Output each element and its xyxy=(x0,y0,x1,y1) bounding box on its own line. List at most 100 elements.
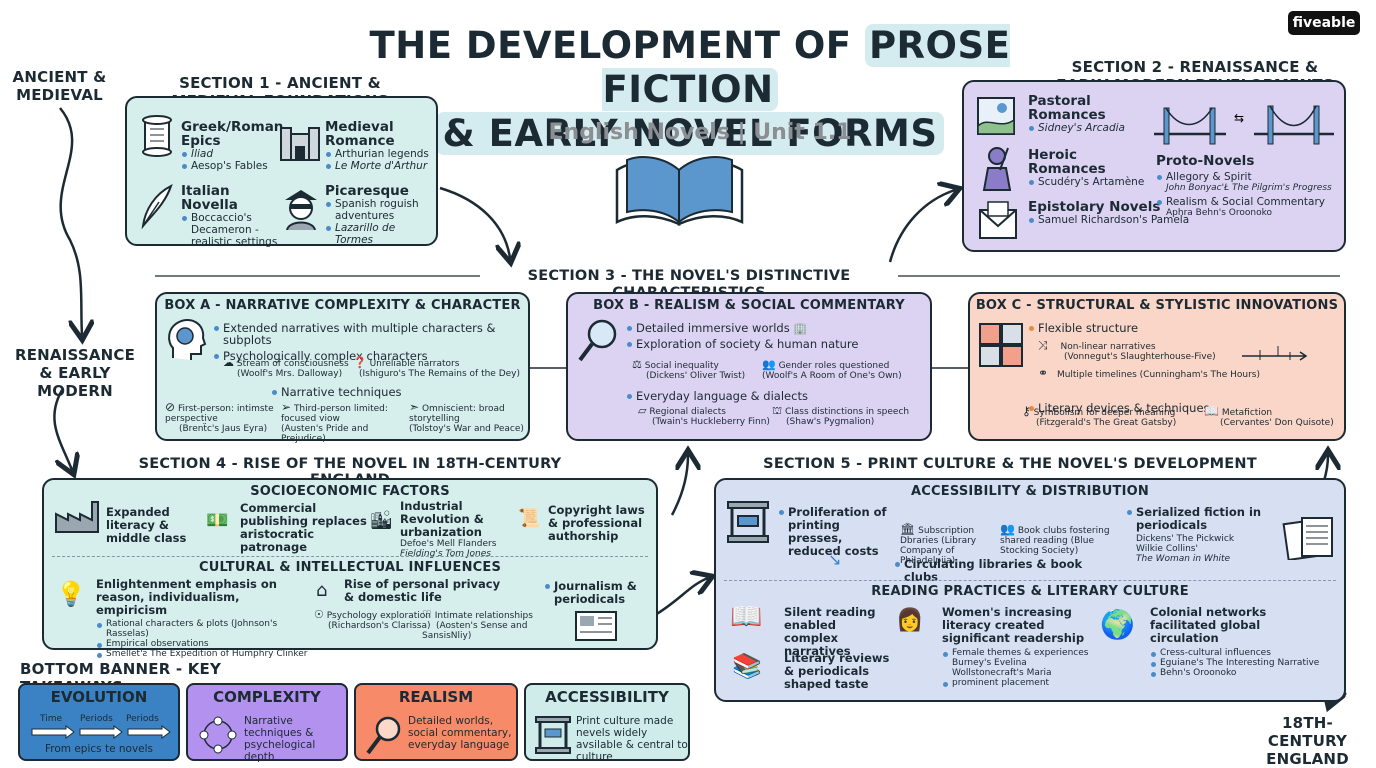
arrow-s1-s3 xyxy=(439,186,510,258)
title-highlight-2: & EARLY NOVEL FORMS xyxy=(436,112,944,155)
reading-item-4-a: Cress-cultural influences xyxy=(1150,648,1320,658)
access-header: ACCESSIBILITY & DISTRIBUTION xyxy=(911,484,1149,499)
factor-1: Expanded literacy & middle class xyxy=(106,505,187,545)
masked-rogue-icon xyxy=(285,190,317,230)
send-icon: ➣ xyxy=(409,400,420,414)
box-b-item-1: Detailed immersive worlds 🏢 xyxy=(626,322,926,334)
book-mini-icon: 📖 xyxy=(1204,404,1219,418)
proto-item-2-ex: Aphra Behn's Oroonoko xyxy=(1166,208,1273,218)
socio-header: SOCIOECONOMIC FACTORS xyxy=(250,484,450,499)
picaresque-item-2: Lazarillo de Tormes xyxy=(325,222,435,246)
knight-icon xyxy=(982,147,1012,191)
access-item-2-a: Subscription Dbraries (Library Company o… xyxy=(900,526,977,566)
open-book-mini-icon: 📖 xyxy=(730,602,763,632)
box-a-2a: Stream of consciousness xyxy=(236,359,349,369)
scales-icon: ⚖ xyxy=(632,358,642,371)
evolution-step-1: Time xyxy=(40,714,63,724)
access-item-1: Proliferation of printing presses, reduc… xyxy=(778,506,890,558)
box-c-2b: Metafiction xyxy=(1221,408,1273,418)
reading-item-3-c: Wollstonecraft's Maria xyxy=(952,668,1052,678)
brand-name: fiveable xyxy=(1292,15,1356,31)
box-c-item-2: Literary devices & techniques xyxy=(1028,402,1268,414)
title-line-2: & EARLY NOVEL FORMS xyxy=(290,112,1090,156)
takeaway-evolution-text: From epics te novels xyxy=(44,743,154,755)
section-5-header: SECTION 5 - PRINT CULTURE & THE NOVEL'S … xyxy=(763,456,1257,472)
takeaway-evolution-title: EVOLUTION xyxy=(50,688,148,706)
factor-4: Copyright laws & professional authorship xyxy=(548,503,645,543)
buildings-icon: 🏙 xyxy=(370,510,393,531)
box-a-3b-ex: (Austen's Pride and Prejudice) xyxy=(281,424,369,444)
svg-text:⇆: ⇆ xyxy=(1234,111,1244,125)
reading-item-2: Literary reviews & periodicals shaped ta… xyxy=(784,651,890,691)
proto-item-2: Realism & Social Commentary xyxy=(1156,196,1346,208)
takeaway-accessibility[interactable]: ACCESSIBILITY Print culture made nevels … xyxy=(524,683,690,763)
magnifier-icon xyxy=(578,319,617,362)
box-c-2b-ex: (Cervantes' Don Quisote) xyxy=(1220,418,1334,428)
box-c-2a-ex: (Fitzgerald's The Great Gatsby) xyxy=(1036,418,1177,428)
heroic-title: Heroic Romances xyxy=(1028,147,1106,177)
medieval-item-1: Arthurian legends xyxy=(325,148,435,160)
box-a-item-3: Narrative techniques xyxy=(271,386,471,398)
takeaway-accessibility-title: ACCESSIBILITY xyxy=(545,688,669,706)
box-a-2b: Unreliable narrators xyxy=(369,359,460,369)
box-b-2b: Gender roles questioned xyxy=(778,361,890,371)
pastoral-title: Pastoral Romances xyxy=(1028,93,1106,123)
reading-item-4: Colonial networks facilitated global cir… xyxy=(1150,605,1267,645)
box-b-2a: Social inequality xyxy=(644,361,719,371)
factor-3-a: Defoe's Mell Flanders xyxy=(400,539,497,549)
heroic-item-1: Scudéry's Artamène xyxy=(1028,176,1158,188)
puzzle-icon xyxy=(979,323,1023,367)
castle-icon xyxy=(280,127,320,161)
greek-title: Greek/Roman Epics xyxy=(181,119,284,149)
document-icon: 📜 xyxy=(518,508,541,529)
box-a-2b-ex: (Ishiguro's The Remains of the Dey) xyxy=(359,369,521,379)
takeaway-evolution[interactable]: EVOLUTION Time Periods Periods From epic… xyxy=(18,683,180,761)
brand-badge[interactable]: fiveable xyxy=(1288,11,1360,35)
down-trend-icon: ↘ xyxy=(828,550,842,569)
shuffle-icon: ⤨ xyxy=(1038,338,1048,352)
takeaway-accessibility-text: Print culture made nevels widely avsilab… xyxy=(576,715,688,763)
factor-3-b: Fielding's Tom Jones xyxy=(400,549,491,559)
people-icon: 👥 xyxy=(762,358,776,371)
takeaway-realism[interactable]: REALISM Detailed worlds, social commenta… xyxy=(354,683,518,761)
influence-1-a: Rational characters & plots (Johnson's R… xyxy=(96,619,314,639)
section-4-box: SOCIOECONOMIC FACTORS Expanded literacy … xyxy=(42,478,658,659)
greek-item-1: Iliad xyxy=(181,148,281,160)
key-icon: ⚷ xyxy=(1022,404,1031,418)
influence-2-a-ex: (Richardson's Clarissa) xyxy=(328,621,431,631)
box-a-2a-ex: (Woolf's Mrs. Dalloway) xyxy=(237,369,343,379)
takeaway-complexity[interactable]: COMPLEXITY Narrative techniques & psyche… xyxy=(186,683,348,763)
factor-3: Industrial Revolution & urbanization xyxy=(400,499,484,539)
proto-item-1: Allegory & Spirit xyxy=(1156,171,1346,183)
takeaway-realism-text: Detailed worlds, social commentary, ever… xyxy=(408,715,512,751)
box-b-item-3: Everyday language & dialects xyxy=(626,390,866,402)
box-c-1a: Non-linear narratives xyxy=(1060,342,1156,352)
evolution-arrows-icon xyxy=(31,725,171,739)
quill-icon xyxy=(141,184,173,230)
pastoral-item-1: Sidney's Arcadia xyxy=(1028,122,1148,134)
envelope-icon xyxy=(979,201,1017,239)
cultural-header: CULTURAL & INTELLECTUAL INFLUENCES xyxy=(198,560,502,575)
linked-rings-icon: ⚭ xyxy=(1038,366,1049,380)
section-5-box: ACCESSIBILITY & DISTRIBUTION Proliferati… xyxy=(714,478,1346,702)
timeline-arrow-2 xyxy=(53,389,72,470)
takeaway-realism-title: REALISM xyxy=(398,688,474,706)
access-item-3-b: Wilkie Collins' xyxy=(1136,544,1198,554)
compass-icon: ⊘ xyxy=(165,400,176,414)
access-item-3-c: The Woman in White xyxy=(1136,554,1231,564)
search-icon xyxy=(366,716,401,755)
influence-3: Journalism & periodicals xyxy=(544,580,644,606)
pointer-icon: ➢ xyxy=(281,400,292,414)
takeaway-complexity-text: Narrative techniques & psychelogical dep… xyxy=(244,715,316,763)
globe-icon: 🌍 xyxy=(1100,608,1135,641)
main-title: THE DEVELOPMENT OF PROSE FICTION & EARLY… xyxy=(290,24,1090,156)
timeline-ancient: ANCIENT & MEDIEVAL xyxy=(12,68,107,104)
box-b-3b: Class distinctions in speech xyxy=(784,407,910,417)
arrow-s4-s5 xyxy=(654,578,708,617)
box-b: BOX B - REALISM & SOCIAL COMMENTARY Deta… xyxy=(566,292,932,441)
proto-item-1-ex: John Bonyac'Ł The Pilgrim's Progress xyxy=(1166,183,1332,193)
box-b-2a-ex: (Dickens' Oliver Twist) xyxy=(646,371,746,381)
box-b-2b-ex: (Woolf's A Room of One's Own) xyxy=(762,371,902,381)
women-icon: 👩 xyxy=(896,608,924,633)
influence-2-b: Intimate relationships xyxy=(434,611,533,621)
